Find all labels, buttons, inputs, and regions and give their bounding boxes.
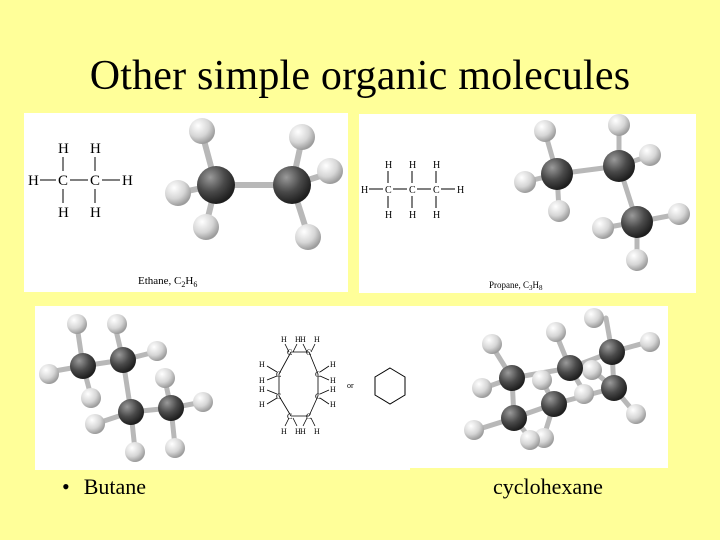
svg-text:H: H: [330, 376, 336, 385]
svg-text:C: C: [409, 185, 416, 196]
svg-text:C: C: [385, 185, 392, 196]
svg-text:H: H: [330, 385, 336, 394]
svg-text:H: H: [295, 335, 301, 344]
svg-text:C: C: [287, 412, 292, 421]
svg-text:H: H: [409, 160, 416, 171]
svg-text:C: C: [315, 392, 320, 401]
cyclohexane-hexagon-icon: [374, 367, 406, 405]
slide-title: Other simple organic molecules: [89, 53, 631, 99]
svg-text:H: H: [457, 185, 464, 196]
svg-text:H: H: [295, 427, 301, 436]
ethane-structural-formula: H H H C C H H H: [28, 141, 133, 221]
propane-panel: H H H H C C C H H H H: [359, 114, 696, 293]
svg-text:C: C: [306, 412, 311, 421]
propane-caption: Propane, C3H8: [489, 280, 543, 292]
svg-text:H: H: [28, 173, 39, 189]
svg-text:H: H: [409, 210, 416, 221]
svg-text:H: H: [300, 427, 306, 436]
svg-text:H: H: [385, 160, 392, 171]
cyclohexane-panel: [408, 306, 668, 468]
svg-text:H: H: [90, 205, 101, 221]
svg-text:C: C: [287, 348, 292, 357]
svg-text:H: H: [300, 335, 306, 344]
svg-text:C: C: [90, 173, 100, 189]
svg-text:H: H: [259, 360, 265, 369]
svg-text:C: C: [306, 348, 311, 357]
cyclohexane-label: cyclohexane: [493, 474, 603, 499]
svg-text:C: C: [433, 185, 440, 196]
svg-text:C: C: [58, 173, 68, 189]
ethane-caption: Ethane, C2H6: [138, 275, 197, 289]
svg-text:H: H: [314, 335, 320, 344]
svg-text:H: H: [122, 173, 133, 189]
svg-text:C: C: [276, 392, 281, 401]
svg-text:H: H: [433, 160, 440, 171]
svg-text:H: H: [361, 185, 368, 196]
propane-figure: H H H H C C C H H H H: [361, 114, 690, 292]
svg-text:H: H: [330, 360, 336, 369]
svg-text:H: H: [330, 400, 336, 409]
svg-text:H: H: [259, 400, 265, 409]
bullet-item: • Butane: [62, 474, 146, 500]
svg-text:H: H: [259, 376, 265, 385]
cyclohexane-ball-stick-model: [464, 308, 660, 450]
ethane-panel: H H H C C H H H: [24, 113, 348, 292]
svg-text:H: H: [314, 427, 320, 436]
or-label: or: [347, 381, 354, 390]
ethane-ball-stick-model: [165, 118, 343, 250]
bullet-icon: •: [62, 474, 70, 499]
propane-structural-formula: H H H H C C C H H H H: [361, 160, 464, 221]
svg-text:C: C: [276, 370, 281, 379]
svg-text:H: H: [58, 205, 69, 221]
svg-text:H: H: [433, 210, 440, 221]
cyclohexane-figure: [464, 308, 660, 450]
svg-text:H: H: [281, 335, 287, 344]
ethane-figure: H H H C C H H H: [28, 118, 343, 289]
butane-panel: C C C C C C C C H H H H H H H H H H H H …: [35, 306, 410, 470]
propane-ball-stick-model: [514, 114, 690, 271]
svg-text:C: C: [315, 370, 320, 379]
svg-text:H: H: [281, 427, 287, 436]
bullet-text: Butane: [83, 474, 147, 499]
svg-text:H: H: [90, 141, 101, 157]
cyclohexane-structural-formula: C C C C C C C C H H H H H H H H H H H H …: [259, 335, 336, 436]
butane-ball-stick-model: [39, 314, 213, 462]
svg-text:H: H: [259, 385, 265, 394]
svg-text:H: H: [58, 141, 69, 157]
butane-figure: C C C C C C C C H H H H H H H H H H H H …: [39, 314, 406, 462]
svg-text:H: H: [385, 210, 392, 221]
